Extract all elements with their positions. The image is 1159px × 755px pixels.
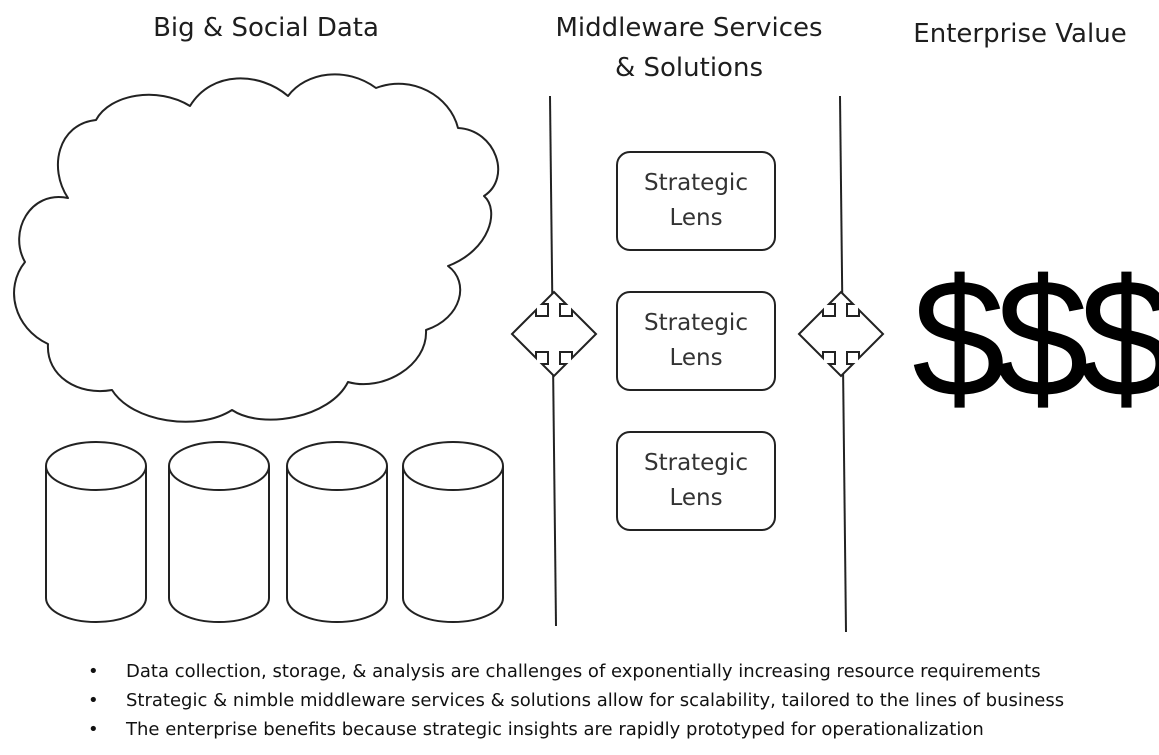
header-big-social-data-text: Big & Social Data — [153, 13, 379, 43]
bullet-list: Data collection, storage, & analysis are… — [88, 657, 1148, 744]
header-enterprise-value-text: Enterprise Value — [913, 19, 1127, 49]
header-middleware-line2: & Solutions — [614, 53, 763, 83]
lens-label-line2: Lens — [669, 205, 723, 231]
database-icon — [168, 441, 270, 623]
lens-label-line2: Lens — [669, 345, 723, 371]
cloud-icon — [13, 73, 500, 423]
database-icon — [45, 441, 147, 623]
bullet-item: Strategic & nimble middleware services &… — [88, 686, 1148, 715]
strategic-lens-box: Strategic Lens — [616, 151, 776, 251]
bullet-item: Data collection, storage, & analysis are… — [88, 657, 1148, 686]
strategic-lens-box: Strategic Lens — [616, 291, 776, 391]
header-big-social-data: Big & Social Data — [110, 8, 422, 48]
header-enterprise-value: Enterprise Value — [890, 14, 1150, 54]
lens-label-line1: Strategic — [644, 170, 748, 196]
dollar-icon: $$$ — [912, 244, 1159, 432]
database-icon — [402, 441, 504, 623]
header-middleware-line1: Middleware Services — [555, 13, 823, 43]
lens-label-line2: Lens — [669, 485, 723, 511]
database-icon — [286, 441, 388, 623]
lens-label-line1: Strategic — [644, 310, 748, 336]
lens-label-line1: Strategic — [644, 450, 748, 476]
bullet-item: The enterprise benefits because strategi… — [88, 715, 1148, 744]
four-way-arrow-icon — [797, 290, 885, 378]
strategic-lens-box: Strategic Lens — [616, 431, 776, 531]
header-middleware: Middleware Services & Solutions — [530, 8, 848, 88]
four-way-arrow-icon — [510, 290, 598, 378]
